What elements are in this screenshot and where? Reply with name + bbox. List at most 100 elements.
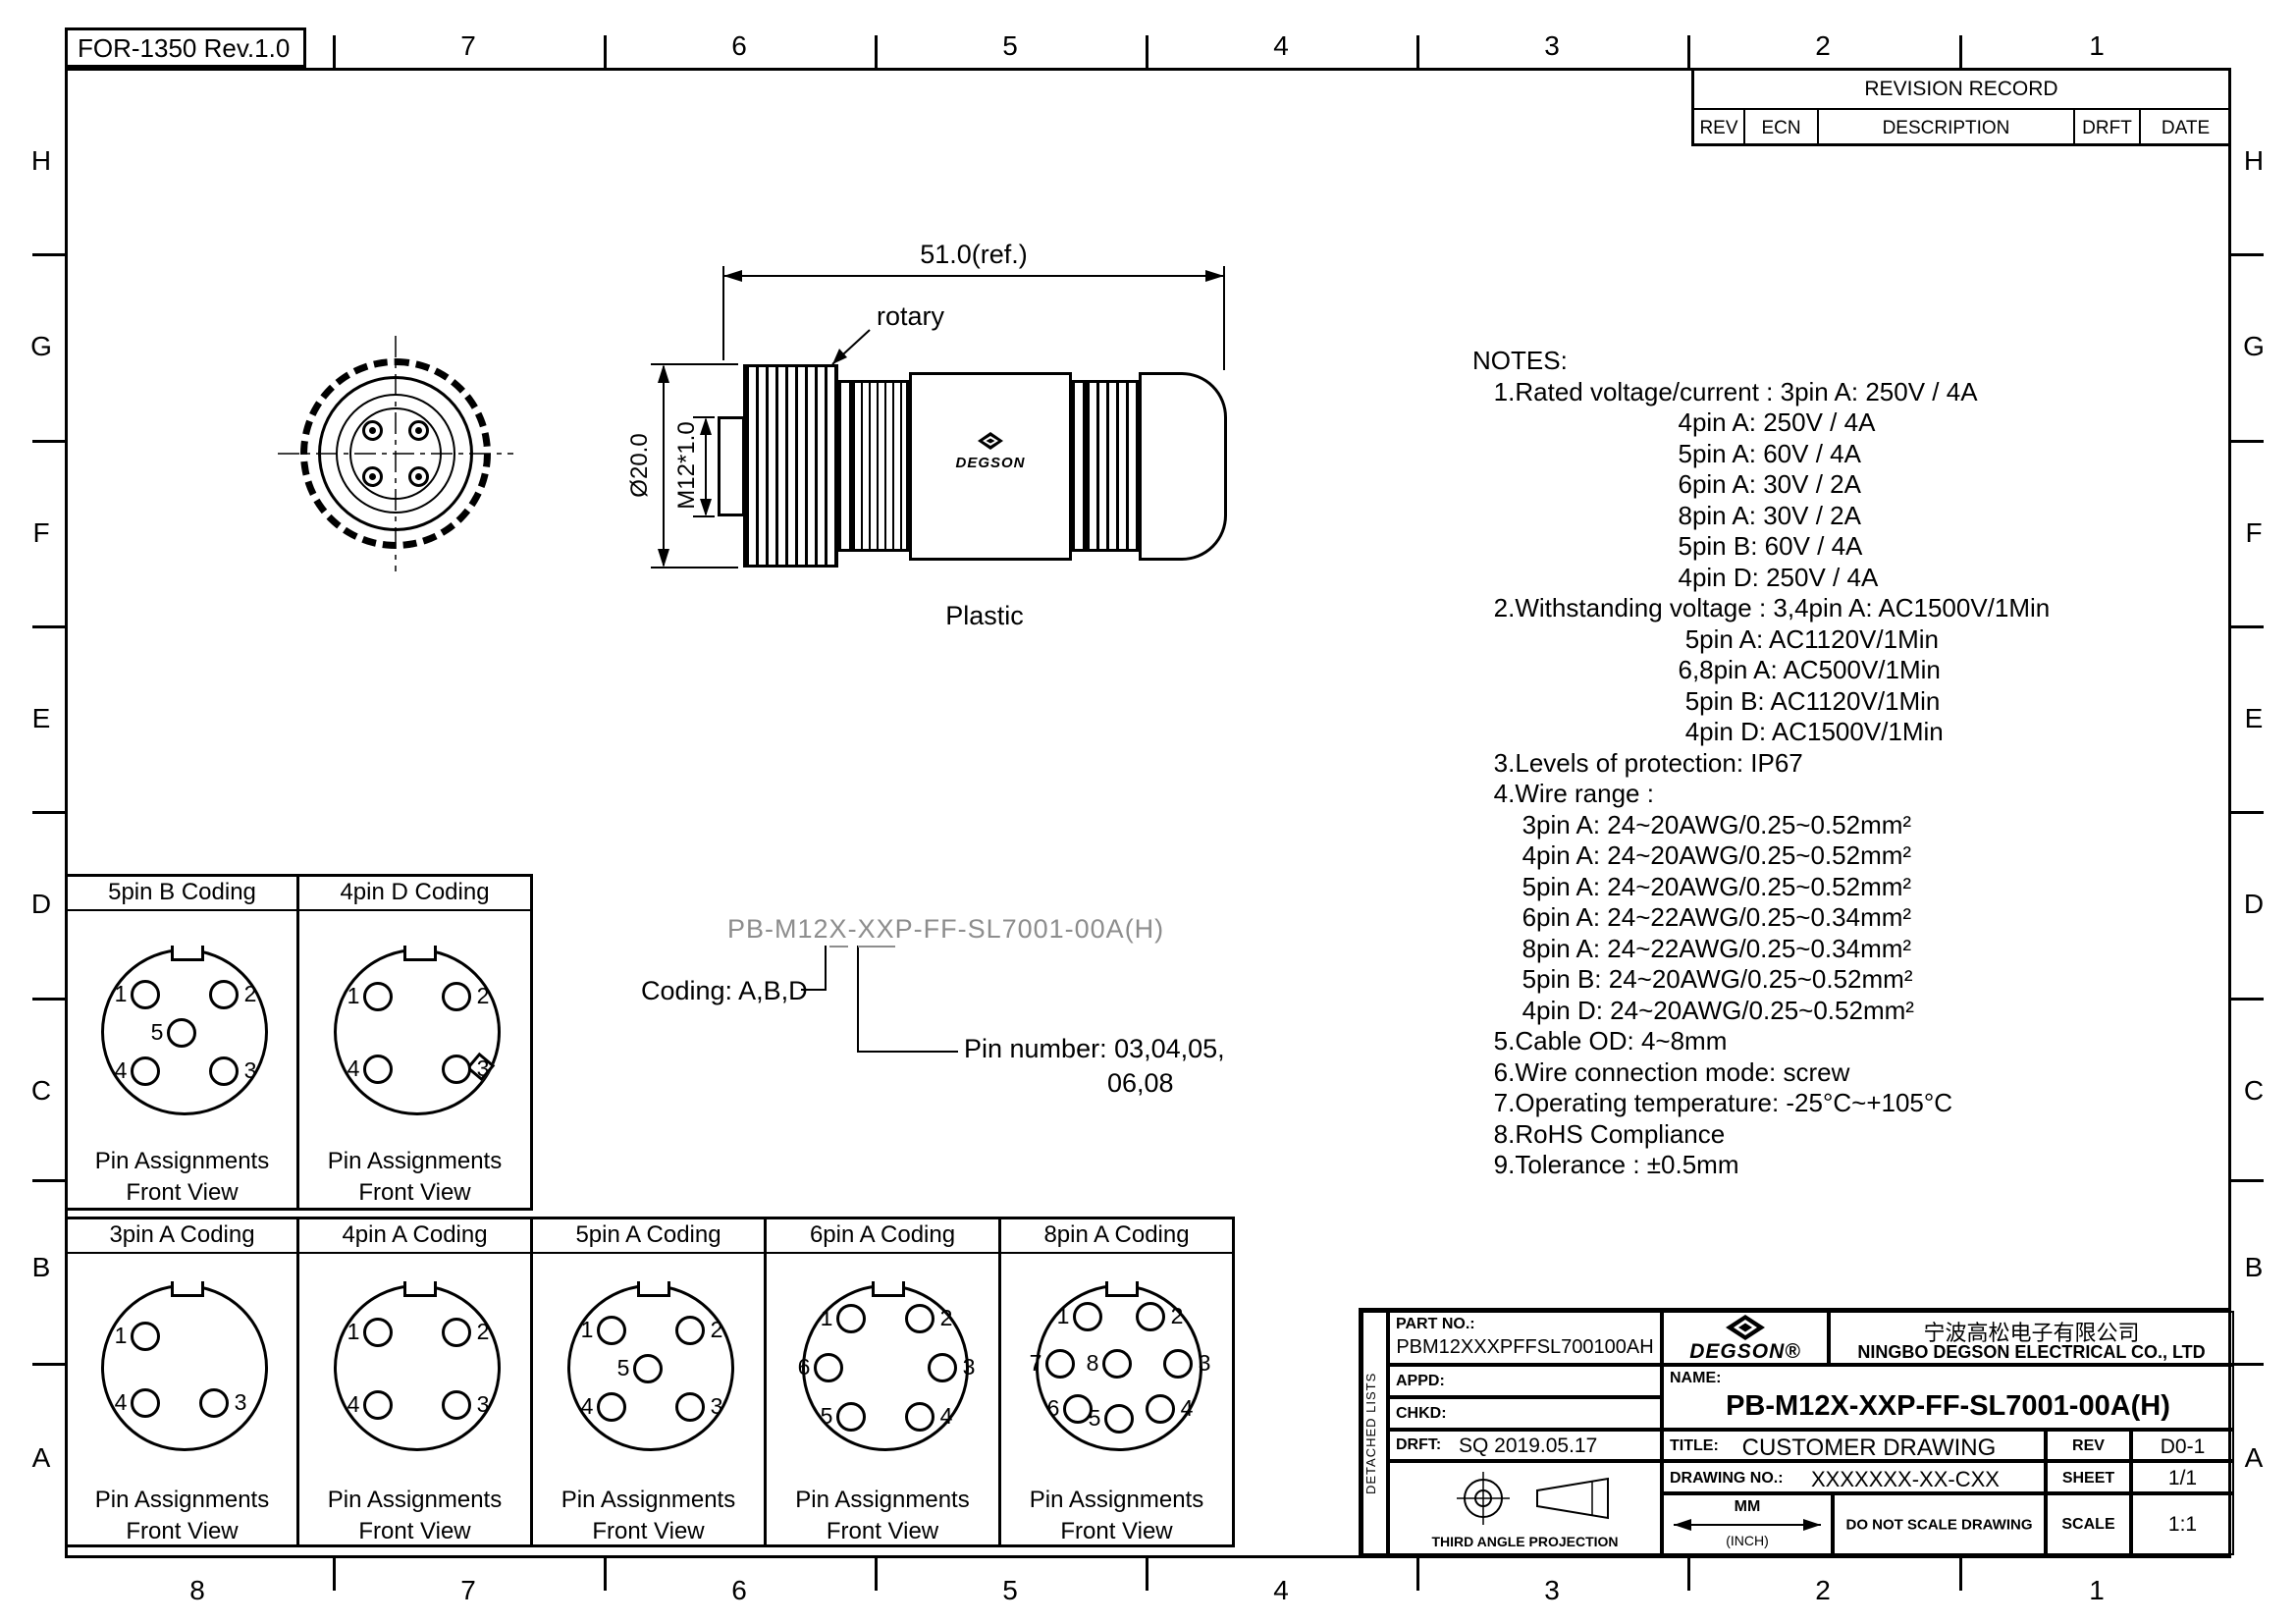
company-cell: 宁波高松电子有限公司 NINGBO DEGSON ELECTRICAL CO.,… bbox=[1829, 1311, 2234, 1365]
contact-pin bbox=[408, 466, 429, 487]
dim-length-label: 51.0(ref.) bbox=[920, 240, 1028, 269]
grip-ring bbox=[850, 380, 909, 552]
name-cell: NAME: PB-M12X-XXP-FF-SL7001-00A(H) bbox=[1662, 1365, 2234, 1430]
part-no-cell: PART NO.: PBM12XXXPFFSL700100AH bbox=[1388, 1311, 1662, 1365]
pin-number-callout-line1: Pin number: 03,04,05, bbox=[964, 1034, 1225, 1063]
grid-tick bbox=[32, 1363, 66, 1366]
grid-row-label: B bbox=[2244, 1252, 2264, 1282]
do-not-scale-cell: DO NOT SCALE DRAWING bbox=[1833, 1493, 2046, 1555]
grid-col-label: 6 bbox=[731, 30, 747, 61]
grid-col-label: 2 bbox=[1815, 1575, 1831, 1605]
scale-value-cell: 1:1 bbox=[2131, 1493, 2234, 1555]
pin-circle bbox=[363, 1318, 393, 1347]
note-line: 4.Wire range : bbox=[1472, 779, 1654, 808]
grid-row-label: E bbox=[31, 703, 51, 733]
keyway-notch bbox=[872, 1281, 905, 1297]
grid-tick bbox=[32, 440, 66, 443]
knurled-coupling-nut bbox=[743, 364, 838, 568]
grid-col-label: 3 bbox=[1544, 30, 1560, 61]
notes-block: NOTES: 1.Rated voltage/current : 3pin A:… bbox=[1472, 346, 2050, 1181]
pin-caption: Pin Assignments bbox=[561, 1487, 736, 1513]
grid-row-label: A bbox=[31, 1442, 51, 1473]
degson-body-logo: DEGSON bbox=[912, 432, 1069, 471]
revision-col-rev: REV bbox=[1694, 110, 1745, 146]
units-cell: MM (INCH) bbox=[1662, 1493, 1833, 1555]
pin-label: 3 bbox=[476, 1391, 490, 1417]
third-angle-projection-icon bbox=[1457, 1472, 1609, 1525]
pinbox-4pin-d: 4pin D Coding 1 2 4 3 Pin Assignments Fr… bbox=[296, 874, 533, 1211]
pin-circle bbox=[131, 1056, 160, 1086]
note-line: 1.Rated voltage/current : 3pin A: 250V /… bbox=[1472, 376, 1978, 406]
note-line: 4pin D: 24~20AWG/0.25~0.52mm² bbox=[1472, 995, 1914, 1025]
pin-label: 4 bbox=[347, 1391, 360, 1417]
title-value: CUSTOMER DRAWING bbox=[1741, 1435, 1997, 1461]
pin-label: 2 bbox=[476, 1319, 490, 1344]
drft-value: SQ 2019.05.17 bbox=[1459, 1435, 1598, 1457]
connector-body: DEGSON bbox=[909, 372, 1072, 561]
grid-tick bbox=[1146, 35, 1148, 69]
name-label: NAME: bbox=[1670, 1370, 1722, 1386]
revision-record-table: REVISION RECORD REV ECN DESCRIPTION DRFT… bbox=[1691, 68, 2231, 146]
pn-coding-x: X bbox=[828, 914, 848, 947]
pin-label: 3 bbox=[234, 1389, 247, 1415]
chkd-cell: CHKD: bbox=[1388, 1397, 1662, 1430]
note-line: 8pin A: 24~22AWG/0.25~0.34mm² bbox=[1472, 933, 1912, 963]
pin-caption: Front View bbox=[358, 1518, 471, 1544]
pin-caption: Front View bbox=[126, 1179, 239, 1206]
grid-row-label: G bbox=[2243, 331, 2265, 361]
pin-caption: Pin Assignments bbox=[94, 1148, 270, 1174]
rotary-label: rotary bbox=[877, 301, 945, 331]
grid-row-label: G bbox=[30, 331, 52, 361]
grid-tick bbox=[1959, 1557, 1962, 1591]
pinbox-title: 3pin A Coding bbox=[68, 1219, 296, 1254]
pin-face: 1 2 7 8 3 6 5 4 bbox=[1030, 1281, 1210, 1451]
pin-circle bbox=[675, 1392, 705, 1422]
pn-dash: - bbox=[847, 914, 858, 944]
connector-front-view bbox=[300, 358, 491, 549]
grid-tick bbox=[875, 1557, 878, 1591]
drawing-no-value: XXXXXXX-XX-CXX bbox=[1811, 1467, 2000, 1491]
pin-label: 4 bbox=[939, 1403, 953, 1429]
pin-face: 1 2 6 3 5 4 bbox=[798, 1281, 975, 1451]
grid-tick bbox=[1687, 1557, 1690, 1591]
pin-caption: Pin Assignments bbox=[94, 1487, 270, 1513]
pin-label: 1 bbox=[820, 1305, 833, 1330]
coding-callout: Coding: A,B,D bbox=[641, 976, 808, 1005]
pin-caption: Pin Assignments bbox=[327, 1148, 503, 1174]
contact-pin bbox=[362, 420, 383, 441]
revision-col-drft: DRFT bbox=[2075, 110, 2141, 146]
pin-face-circle bbox=[334, 948, 501, 1115]
pin-circle bbox=[199, 1388, 229, 1418]
note-line: 5.Cable OD: 4~8mm bbox=[1472, 1026, 1728, 1056]
company-name-cn: 宁波高松电子有限公司 bbox=[1923, 1321, 2140, 1345]
pin-circle bbox=[442, 1390, 471, 1420]
pinbox-6pin-a: 6pin A Coding 1 2 6 3 5 4 Pin Assignment… bbox=[764, 1217, 1001, 1547]
dim-diameter-label: Ø20.0 bbox=[626, 433, 653, 498]
title-cell: TITLE: CUSTOMER DRAWING bbox=[1662, 1430, 2046, 1461]
grid-tick bbox=[1959, 35, 1962, 69]
grid-tick bbox=[1146, 1557, 1148, 1591]
pin-circle bbox=[131, 1322, 160, 1351]
grid-col-label: 1 bbox=[2089, 30, 2105, 61]
end-cap bbox=[1139, 372, 1227, 561]
pin-face: 1 2 4 3 bbox=[334, 946, 501, 1115]
grid-tick bbox=[2230, 625, 2264, 628]
pn-pin-xx: XX bbox=[857, 914, 895, 947]
grid-tick bbox=[333, 1557, 336, 1591]
pinbox-title: 5pin B Coding bbox=[68, 877, 296, 911]
part-no-value: PBM12XXXPFFSL700100AH bbox=[1396, 1336, 1654, 1358]
grid-tick bbox=[2230, 811, 2264, 814]
sheet-label: SHEET bbox=[2061, 1470, 2115, 1487]
pin-caption: Front View bbox=[826, 1518, 939, 1544]
grid-col-label: 4 bbox=[1273, 1575, 1289, 1605]
grid-col-label: 3 bbox=[1544, 1575, 1560, 1605]
contact-pin bbox=[362, 466, 383, 487]
pin-label: 5 bbox=[1088, 1405, 1101, 1431]
pinbox-4pin-a: 4pin A Coding 1 2 4 3 Pin Assignments Fr… bbox=[296, 1217, 533, 1547]
revision-col-ecn: ECN bbox=[1745, 110, 1819, 146]
pin-label: 4 bbox=[347, 1056, 360, 1081]
pin-caption: Pin Assignments bbox=[795, 1487, 970, 1513]
pin-circle bbox=[363, 1390, 393, 1420]
thread-ring bbox=[336, 394, 455, 514]
pin-circle bbox=[209, 980, 239, 1009]
